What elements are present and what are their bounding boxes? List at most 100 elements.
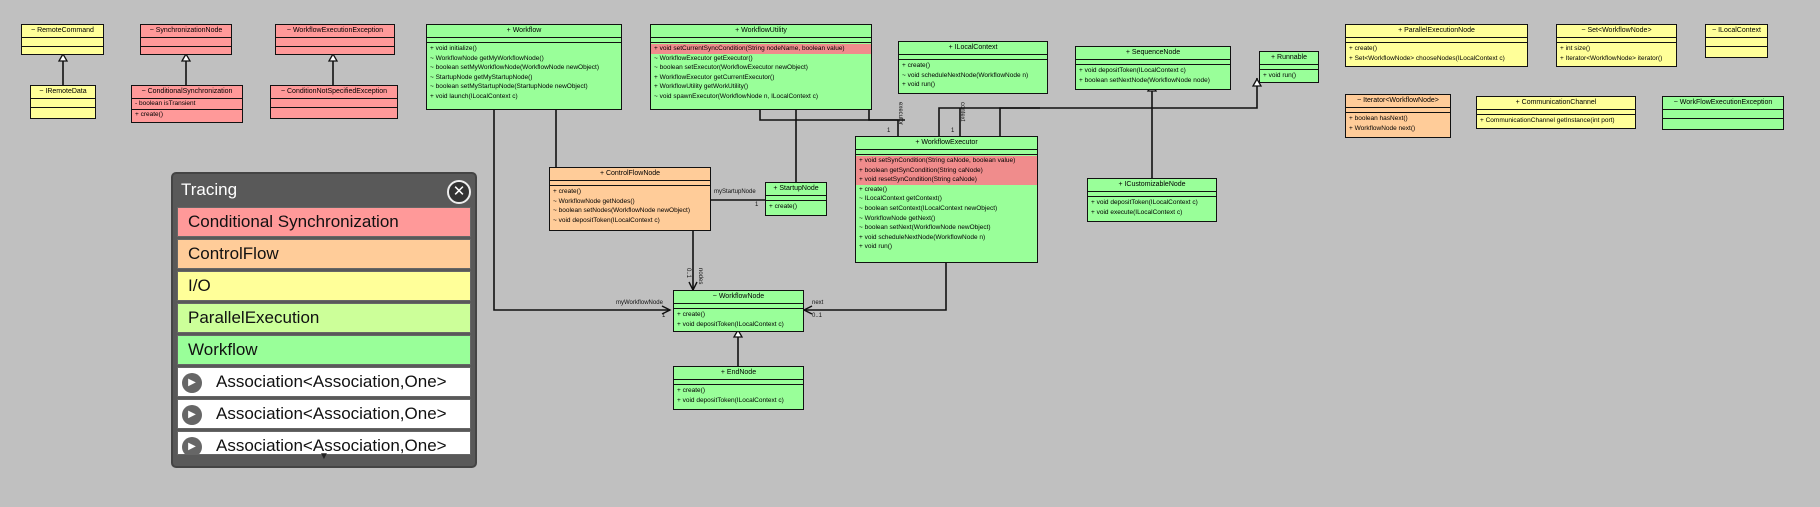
- class-member: ~ ILocalContext getContext(): [859, 195, 942, 203]
- class-member: + WorkflowExecutor getCurrentExecutor(): [654, 73, 775, 81]
- association-label: Association<Association,One>: [216, 436, 447, 455]
- class-ilocal-context-iface[interactable]: + ILocalContext + create() ~ void schedu…: [898, 41, 1048, 94]
- class-member: + void run(): [1263, 72, 1297, 79]
- class-title: + SequenceNode: [1076, 47, 1230, 60]
- class-set-workflow-node[interactable]: ~ Set<WorkflowNode> + int size() + Itera…: [1556, 24, 1677, 67]
- class-title: + ICustomizableNode: [1088, 179, 1216, 192]
- class-member: + int size(): [1560, 45, 1591, 52]
- class-member: ~ boolean setExecutor(WorkflowExecutor n…: [654, 64, 808, 72]
- tracing-association-item[interactable]: ▶ Association<Association,One>: [177, 431, 471, 455]
- play-icon[interactable]: ▶: [182, 373, 202, 393]
- edge-label-nodes: nodes: [697, 268, 703, 285]
- class-member: + void execute(ILocalContext c): [1091, 208, 1183, 216]
- class-member: + create(): [677, 387, 705, 394]
- class-member: + create(): [859, 185, 887, 193]
- class-workflow[interactable]: + Workflow + void initialize() ~ Workflo…: [426, 24, 622, 110]
- class-title: ~ ILocalContext: [1706, 25, 1767, 38]
- class-title: + CommunicationChannel: [1477, 97, 1635, 110]
- class-member: + CommunicationChannel getInstance(int p…: [1480, 117, 1615, 124]
- class-runnable[interactable]: + Runnable + void run(): [1259, 51, 1319, 83]
- play-icon[interactable]: ▶: [182, 437, 202, 454]
- class-member: ~ WorkflowNode getNext(): [859, 214, 936, 222]
- class-title: + Runnable: [1260, 52, 1318, 65]
- class-title: ~ IRemoteData: [31, 86, 95, 99]
- class-title: ~ WorkflowExecutionException: [276, 25, 394, 38]
- tracing-title: Tracing: [181, 180, 238, 199]
- play-icon[interactable]: ▶: [182, 405, 202, 425]
- class-synchronization-node[interactable]: ~ SynchronizationNode: [140, 24, 232, 55]
- class-member: + WorkflowUtility getWorkUtility(): [654, 83, 749, 91]
- tracing-association-item[interactable]: ▶ Association<Association,One>: [177, 399, 471, 429]
- tracing-category-io[interactable]: I/O: [177, 271, 471, 301]
- edge-label-nodes-mult: 0..1: [685, 268, 691, 279]
- class-member: + void depositToken(ILocalContext c): [1079, 67, 1186, 74]
- tracing-category-conditional-synchronization[interactable]: Conditional Synchronization: [177, 207, 471, 237]
- class-member: + create(): [135, 110, 163, 118]
- class-member: + void run(): [859, 243, 893, 251]
- class-iterator-workflow-node[interactable]: ~ Iterator<WorkflowNode> + boolean hasNe…: [1345, 94, 1451, 138]
- class-member: + void depositToken(ILocalContext c): [677, 320, 784, 328]
- class-member: ~ boolean setContext(ILocalContext newOb…: [859, 204, 998, 212]
- class-sequence-node[interactable]: + SequenceNode + void depositToken(ILoca…: [1075, 46, 1231, 90]
- class-member: + create(): [553, 188, 581, 195]
- class-remote-command[interactable]: ~ RemoteCommand: [21, 24, 104, 55]
- class-member: + void resetSynCondition(String caNode): [856, 175, 1037, 185]
- class-member: + void setSynCondition(String caNode, bo…: [856, 156, 1037, 166]
- class-title: + ControlFlowNode: [550, 168, 710, 181]
- class-member: + create(): [902, 62, 930, 69]
- tracing-association-item[interactable]: ▶ Association<Association,One>: [177, 367, 471, 397]
- class-member: + Iterator<WorkflowNode> iterator(): [1560, 54, 1663, 62]
- class-title: + StartupNode: [766, 183, 826, 196]
- class-workflow-node[interactable]: ~ WorkflowNode + create() + void deposit…: [673, 290, 804, 332]
- class-member: ~ StartupNode getMyStartupNode(): [430, 73, 533, 81]
- class-title: ~ Iterator<WorkflowNode>: [1346, 95, 1450, 108]
- class-control-flow-node[interactable]: + ControlFlowNode + create() ~ WorkflowN…: [549, 167, 711, 231]
- class-end-node[interactable]: + EndNode + create() + void depositToken…: [673, 366, 804, 410]
- tracing-category-parallel-execution[interactable]: ParallelExecution: [177, 303, 471, 333]
- class-communication-channel[interactable]: + CommunicationChannel + CommunicationCh…: [1476, 96, 1636, 129]
- class-attribute: - boolean isTransient: [132, 99, 242, 110]
- tracing-category-controlflow[interactable]: ControlFlow: [177, 239, 471, 269]
- class-member: + boolean hasNext(): [1349, 115, 1408, 122]
- class-member: + create(): [677, 311, 705, 318]
- chevron-down-icon[interactable]: ▼: [319, 451, 329, 462]
- class-member: + boolean setNextNode(WorkflowNode node): [1079, 76, 1210, 84]
- class-condition-not-specified-exception[interactable]: ~ ConditionNotSpecifiedException: [270, 85, 398, 119]
- edge-label-next-mult: 0..1: [812, 313, 823, 319]
- class-title: ~ ConditionalSynchronization: [132, 86, 242, 99]
- class-member: ~ boolean setMyWorkflowNode(WorkflowNode…: [430, 64, 600, 72]
- class-member: + Set<WorkflowNode> chooseNodes(ILocalCo…: [1349, 54, 1505, 62]
- class-member: ~ boolean setNext(WorkflowNode newObject…: [859, 224, 991, 232]
- edge-label-my-startup-node: myStartupNode: [714, 189, 756, 195]
- class-member: ~ boolean setMyStartupNode(StartupNode n…: [430, 83, 588, 91]
- class-member: ~ boolean setNodes(WorkflowNode newObjec…: [553, 207, 690, 215]
- tracing-panel: Tracing ✕ Conditional Synchronization Co…: [171, 172, 477, 468]
- class-member: ~ WorkflowExecutor getExecutor(): [654, 54, 753, 62]
- class-workflow-utility[interactable]: + WorkflowUtility + void setCurrentSyncC…: [650, 24, 872, 110]
- class-title: ~ RemoteCommand: [22, 25, 103, 38]
- class-parallel-execution-node[interactable]: + ParallelExecutionNode + create() + Set…: [1345, 24, 1528, 67]
- class-member: + void setCurrentSyncCondition(String no…: [651, 44, 871, 54]
- tracing-category-workflow[interactable]: Workflow: [177, 335, 471, 365]
- class-member: + create(): [769, 203, 797, 210]
- class-workflow-execution-exception-2[interactable]: ~ WorkFlowExecutionException: [1662, 96, 1784, 130]
- class-conditional-synchronization[interactable]: ~ ConditionalSynchronization - boolean i…: [131, 85, 243, 123]
- edge-label-next: next: [812, 300, 824, 306]
- class-workflow-executor[interactable]: + WorkflowExecutor + void setSynConditio…: [855, 136, 1038, 263]
- edge-label-my-startup-mult: 1: [755, 202, 759, 208]
- class-startup-node[interactable]: + StartupNode + create(): [765, 182, 827, 216]
- association-label: Association<Association,One>: [216, 372, 447, 391]
- association-label: Association<Association,One>: [216, 404, 447, 423]
- class-member: + void depositToken(ILocalContext c): [677, 396, 784, 404]
- class-ilocal-context[interactable]: ~ ILocalContext: [1705, 24, 1768, 58]
- class-member: + void run(): [902, 81, 936, 89]
- class-title: + Workflow: [427, 25, 621, 38]
- class-iremote-data[interactable]: ~ IRemoteData: [30, 85, 96, 119]
- edge-label-executor-mult: 1: [887, 128, 891, 134]
- class-member: ~ WorkflowNode getNodes(): [553, 197, 635, 205]
- close-icon[interactable]: ✕: [447, 180, 471, 204]
- edge-label-my-workflow-mult: 1: [662, 313, 666, 319]
- class-icustomizable-node[interactable]: + ICustomizableNode + void depositToken(…: [1087, 178, 1217, 222]
- class-workflow-execution-exception[interactable]: ~ WorkflowExecutionException: [275, 24, 395, 55]
- class-title: + EndNode: [674, 367, 803, 380]
